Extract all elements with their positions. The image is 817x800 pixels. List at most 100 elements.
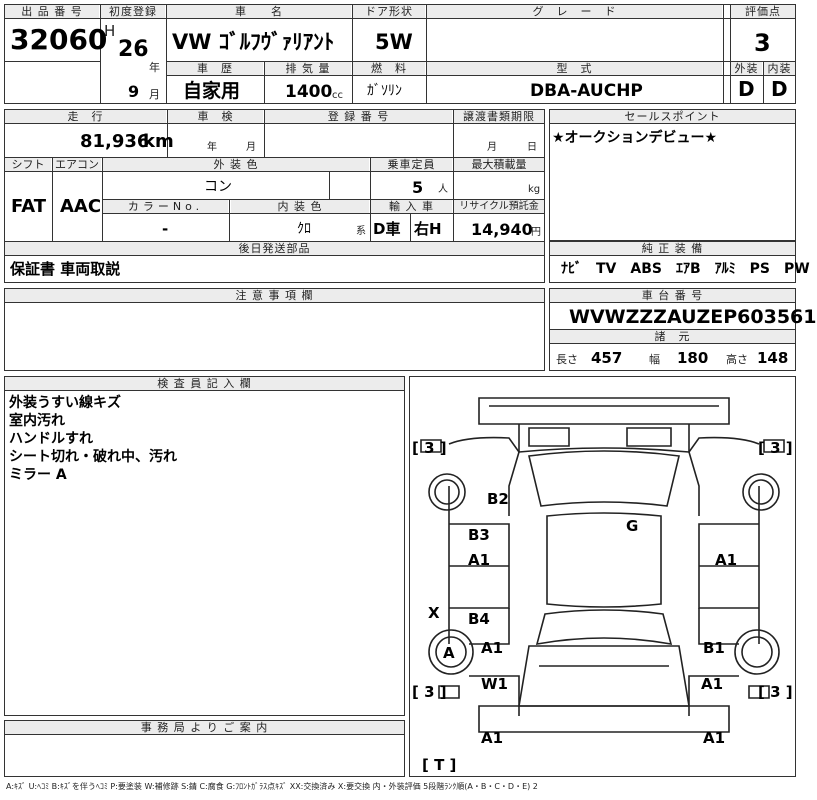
caution-header: 注 意 事 項 欄 [5, 289, 544, 302]
damage-mark: A [443, 644, 455, 662]
door-type: 5W [375, 30, 413, 54]
later-parts-header: 後日発送部品 [5, 242, 544, 255]
damage-mark: A1 [481, 639, 504, 657]
inspector-line-5: ミラー A [9, 467, 67, 483]
height-value: 148 [757, 349, 789, 367]
color-no-value: - [162, 220, 169, 238]
exterior-value: D [738, 77, 755, 101]
inspector-line-3: ハンドルすれ [9, 431, 93, 447]
import-side: 右H [414, 220, 442, 238]
damage-mark: A1 [701, 675, 724, 693]
damage-mark: A1 [703, 729, 726, 747]
era: H [104, 22, 116, 40]
damage-mark: G [626, 517, 639, 535]
tire-tread-rear-right: [ 3 ] [758, 683, 793, 701]
model-value: DBA-AUCHP [530, 81, 643, 101]
capacity-unit: 人 [438, 184, 448, 195]
inspection-month-unit: 月 [246, 142, 256, 153]
height-label: 高さ [726, 353, 748, 366]
inspector-header: 検 査 員 記 入 欄 [5, 377, 404, 390]
damage-mark: B1 [703, 639, 725, 657]
mileage-unit: km [143, 131, 174, 152]
damage-mark: B2 [487, 490, 509, 508]
mileage-value: 81,936 [80, 131, 150, 152]
reg-month: 9 [128, 82, 140, 101]
length-value: 457 [591, 349, 623, 367]
sales-point-box [549, 109, 796, 241]
tire-tread-rear-left: [ 3 ] [412, 683, 447, 701]
first-reg-header: 初度登録 [101, 5, 165, 18]
later-parts-value: 保証書 車両取説 [10, 260, 121, 278]
damage-mark: W1 [481, 675, 508, 693]
transfer-month-unit: 月 [487, 142, 497, 153]
damage-mark: A1 [481, 729, 504, 747]
damage-mark: B4 [468, 610, 490, 628]
inspector-line-1: 外装うすい線キズ [9, 395, 121, 411]
top-info-block [4, 4, 796, 104]
reg-year: 26 [118, 37, 149, 62]
recycle-unit: 円 [531, 227, 541, 238]
sales-point-header: セールスポイント [550, 110, 795, 123]
inspector-box [4, 376, 405, 716]
tire-tread-front-right: [ 3 ] [758, 439, 793, 457]
tire-tread-spare: [ T ] [422, 756, 457, 774]
shift-header: シフト [5, 158, 51, 171]
score-value: 3 [754, 29, 771, 57]
lot-number: 32060 [10, 23, 108, 56]
inspector-line-4: シート切れ・破れ中、汚れ [9, 449, 177, 465]
inspection-year-unit: 年 [207, 142, 217, 153]
color-header: 外 装 色 [103, 158, 369, 171]
tire-tread-front-left: [ 3 ] [412, 439, 447, 457]
transfer-day-unit: 日 [527, 142, 537, 153]
grade-header: グ レ ー ド [427, 5, 722, 18]
inspection-header: 車 検 [168, 110, 263, 123]
displacement-unit: cc [332, 90, 343, 101]
interior-header: 内装 [764, 62, 795, 75]
vin-value: WVWZZZAUZEP603561 [569, 306, 817, 328]
recycle-value: 14,940 [471, 220, 533, 239]
width-label: 幅 [649, 353, 660, 366]
sales-point-text: ★オークションデビュー★ [552, 130, 718, 146]
exterior-header: 外装 [731, 62, 762, 75]
load-header: 最大積載量 [454, 158, 544, 171]
damage-mark: B3 [468, 526, 490, 544]
displacement-value: 1400 [285, 82, 333, 102]
inspector-line-2: 室内汚れ [9, 413, 65, 429]
color-value: コン [204, 179, 232, 195]
equipment-items: ﾅﾋﾞ TV ABS ｴｱB ｱﾙﾐ PS PW [561, 261, 810, 277]
displacement-header: 排 気 量 [265, 62, 351, 75]
door-header: ドア形状 [353, 5, 425, 18]
registration-header: 登 録 番 号 [265, 110, 452, 123]
recycle-header: リサイクル預託金 [454, 200, 544, 213]
int-color-unit: 系 [356, 226, 366, 237]
month-unit: 月 [149, 88, 160, 101]
damage-mark: X [428, 604, 440, 622]
history-value: 自家用 [183, 80, 241, 102]
aircon-header: エアコン [53, 158, 101, 171]
score-header: 評価点 [731, 5, 795, 18]
chassis-header: 車 台 番 号 [550, 289, 795, 302]
lot-number-header: 出 品 番 号 [5, 5, 99, 18]
damage-mark: A1 [715, 551, 738, 569]
car-name-header: 車 名 [167, 5, 351, 18]
import-d: D車 [373, 220, 401, 238]
mileage-header: 走 行 [5, 110, 166, 123]
fuel-header: 燃 料 [353, 62, 425, 75]
length-label: 長さ [556, 353, 578, 366]
load-unit: kg [528, 184, 541, 195]
model-header: 型 式 [427, 62, 722, 75]
int-color-header: 内 装 色 [231, 200, 369, 213]
equipment-header: 純 正 装 備 [550, 242, 795, 255]
history-header: 車 歴 [167, 62, 263, 75]
fuel-value: ｶﾞｿﾘﾝ [367, 83, 402, 99]
damage-mark: A1 [468, 551, 491, 569]
int-color-value: ｸﾛ [297, 221, 311, 237]
legend-text: A:ｷｽﾞ U:ﾍｺﾐ B:ｷｽﾞを伴うﾍｺﾐ P:要塗装 W:補修跡 S:錆 … [6, 782, 538, 791]
color-no-header: カラーNo. [103, 200, 228, 213]
capacity-header: 乗車定員 [371, 158, 452, 171]
car-outline-diagram [420, 397, 785, 733]
shift-value: FAT [11, 196, 47, 217]
damage-diagram-box [409, 376, 796, 777]
interior-value: D [771, 77, 788, 101]
width-value: 180 [677, 349, 709, 367]
